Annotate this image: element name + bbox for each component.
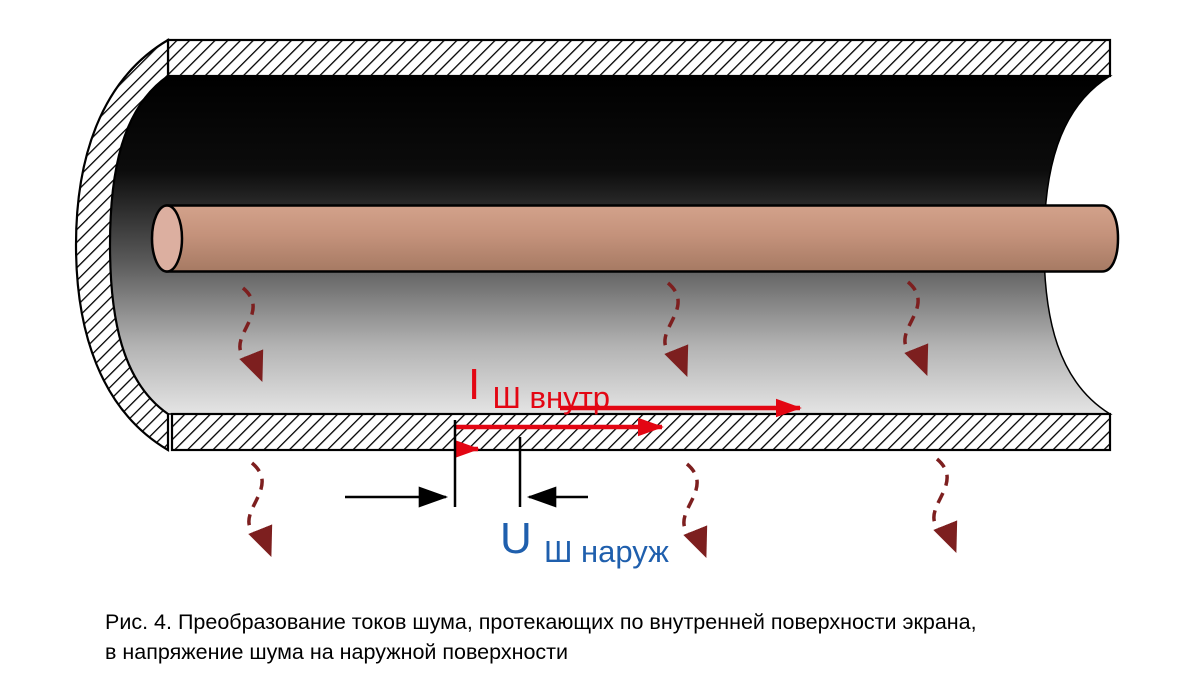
inner-current-subscript: Ш внутр bbox=[492, 380, 610, 415]
caption-line-1: Рис. 4. Преобразование токов шума, проте… bbox=[105, 610, 977, 634]
outer-voltage-symbol: U bbox=[500, 514, 532, 563]
noise-arrow-outside-3 bbox=[932, 457, 958, 553]
inner-current-symbol: I bbox=[468, 360, 480, 409]
shield-left-wall bbox=[74, 38, 170, 452]
noise-arrow-outside-1 bbox=[247, 461, 273, 557]
voltage-dimension bbox=[345, 420, 588, 508]
inner-current-label: I Ш внутр bbox=[468, 360, 610, 415]
caption-line-2: в напряжение шума на наружной поверхност… bbox=[105, 640, 568, 664]
noise-arrows-inside bbox=[238, 280, 929, 382]
noise-arrow-inside-1 bbox=[238, 286, 264, 382]
shield-bottom-wall bbox=[170, 412, 1112, 452]
noise-arrow-inside-2 bbox=[663, 281, 689, 377]
noise-arrow-inside-3 bbox=[903, 280, 929, 376]
outer-voltage-label: U Ш наруж bbox=[500, 514, 669, 569]
outer-voltage-subscript: Ш наруж bbox=[544, 534, 669, 569]
center-conductor bbox=[165, 204, 1120, 273]
noise-arrow-outside-2 bbox=[682, 462, 708, 558]
shield-top-wall bbox=[166, 38, 1112, 78]
conductor-end-cap bbox=[150, 204, 184, 273]
noise-arrows-outside bbox=[247, 457, 958, 558]
inner-current-arrows bbox=[453, 398, 802, 459]
